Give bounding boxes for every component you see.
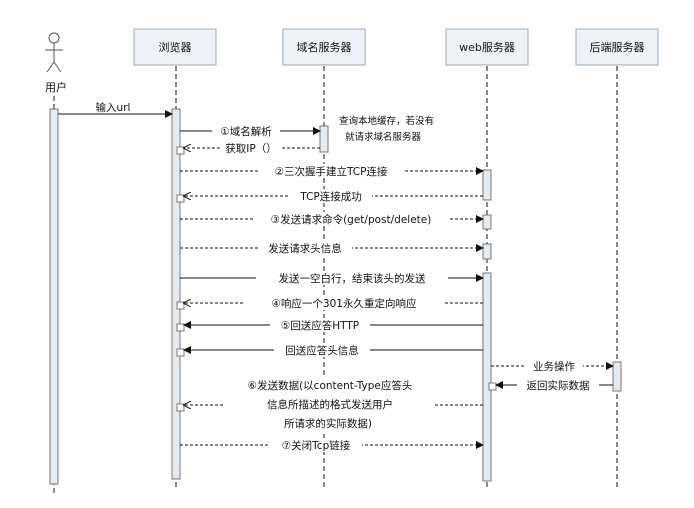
msg-label-dns-resolve: ①域名解析 <box>220 125 272 138</box>
participant-box-dns <box>282 28 366 66</box>
msg-label-input-url: 输入url <box>96 101 131 114</box>
user-actor-icon <box>45 32 63 73</box>
msg-label-301: ④响应一个301永久重定向响应 <box>272 297 417 310</box>
participant-box-backend <box>575 28 659 66</box>
activation-user <box>49 108 59 485</box>
participant-box-browser <box>133 28 217 66</box>
msg-label-tcp-ok: TCP连接成功 <box>299 190 361 203</box>
activation-backend <box>612 361 622 392</box>
activation-dns <box>319 125 329 153</box>
participant-label-dns: 域名服务器 <box>297 40 352 54</box>
participant-label-browser: 浏览器 <box>159 40 192 54</box>
dns-note-line-2: 就请求域名服务器 <box>345 131 422 143</box>
participant-label-backend: 后端服务器 <box>590 41 645 54</box>
msg-label-send-headers: 发送请求头信息 <box>268 242 342 255</box>
msg-label-blank-line: 发送一空白行，结束该头的发送 <box>279 272 426 285</box>
msg-label-close-tcp: ⑦关闭Tcp链接 <box>282 439 351 452</box>
msg-label-return-data: 返回实际数据 <box>527 379 590 392</box>
msg-label-http-reply: ⑤回送应答HTTP <box>281 319 359 332</box>
activation-web-4 <box>482 272 492 482</box>
msg-label-send-data-line-2: 信息所描述的格式发送用户 <box>267 398 393 411</box>
participant-label-web: web服务器 <box>459 41 515 54</box>
activation-web-2 <box>482 214 492 230</box>
msg-label-send-data-line-3: 所请求的实际数据) <box>284 417 372 430</box>
msg-label-reply-headers: 回送应答头信息 <box>285 344 359 357</box>
msg-label-send-command: ③发送请求命令(get/post/delete) <box>271 213 432 226</box>
participant-label-user: 用户 <box>45 80 67 94</box>
dns-note-line-1: 查询本地缓存，若没有 <box>339 115 434 127</box>
web-return-tick <box>488 382 497 391</box>
msg-label-send-data-line-1: ⑥发送数据(以content-Type应答头 <box>248 379 413 392</box>
activation-web-3 <box>482 243 492 260</box>
msg-label-get-ip: 获取IP（） <box>225 143 276 155</box>
activation-web-1 <box>482 169 492 201</box>
participant-box-web <box>445 28 529 66</box>
activation-browser <box>171 108 181 480</box>
msg-label-business-op: 业务操作 <box>533 360 575 373</box>
msg-label-tcp-handshake: ②三次握手建立TCP连接 <box>275 165 388 178</box>
